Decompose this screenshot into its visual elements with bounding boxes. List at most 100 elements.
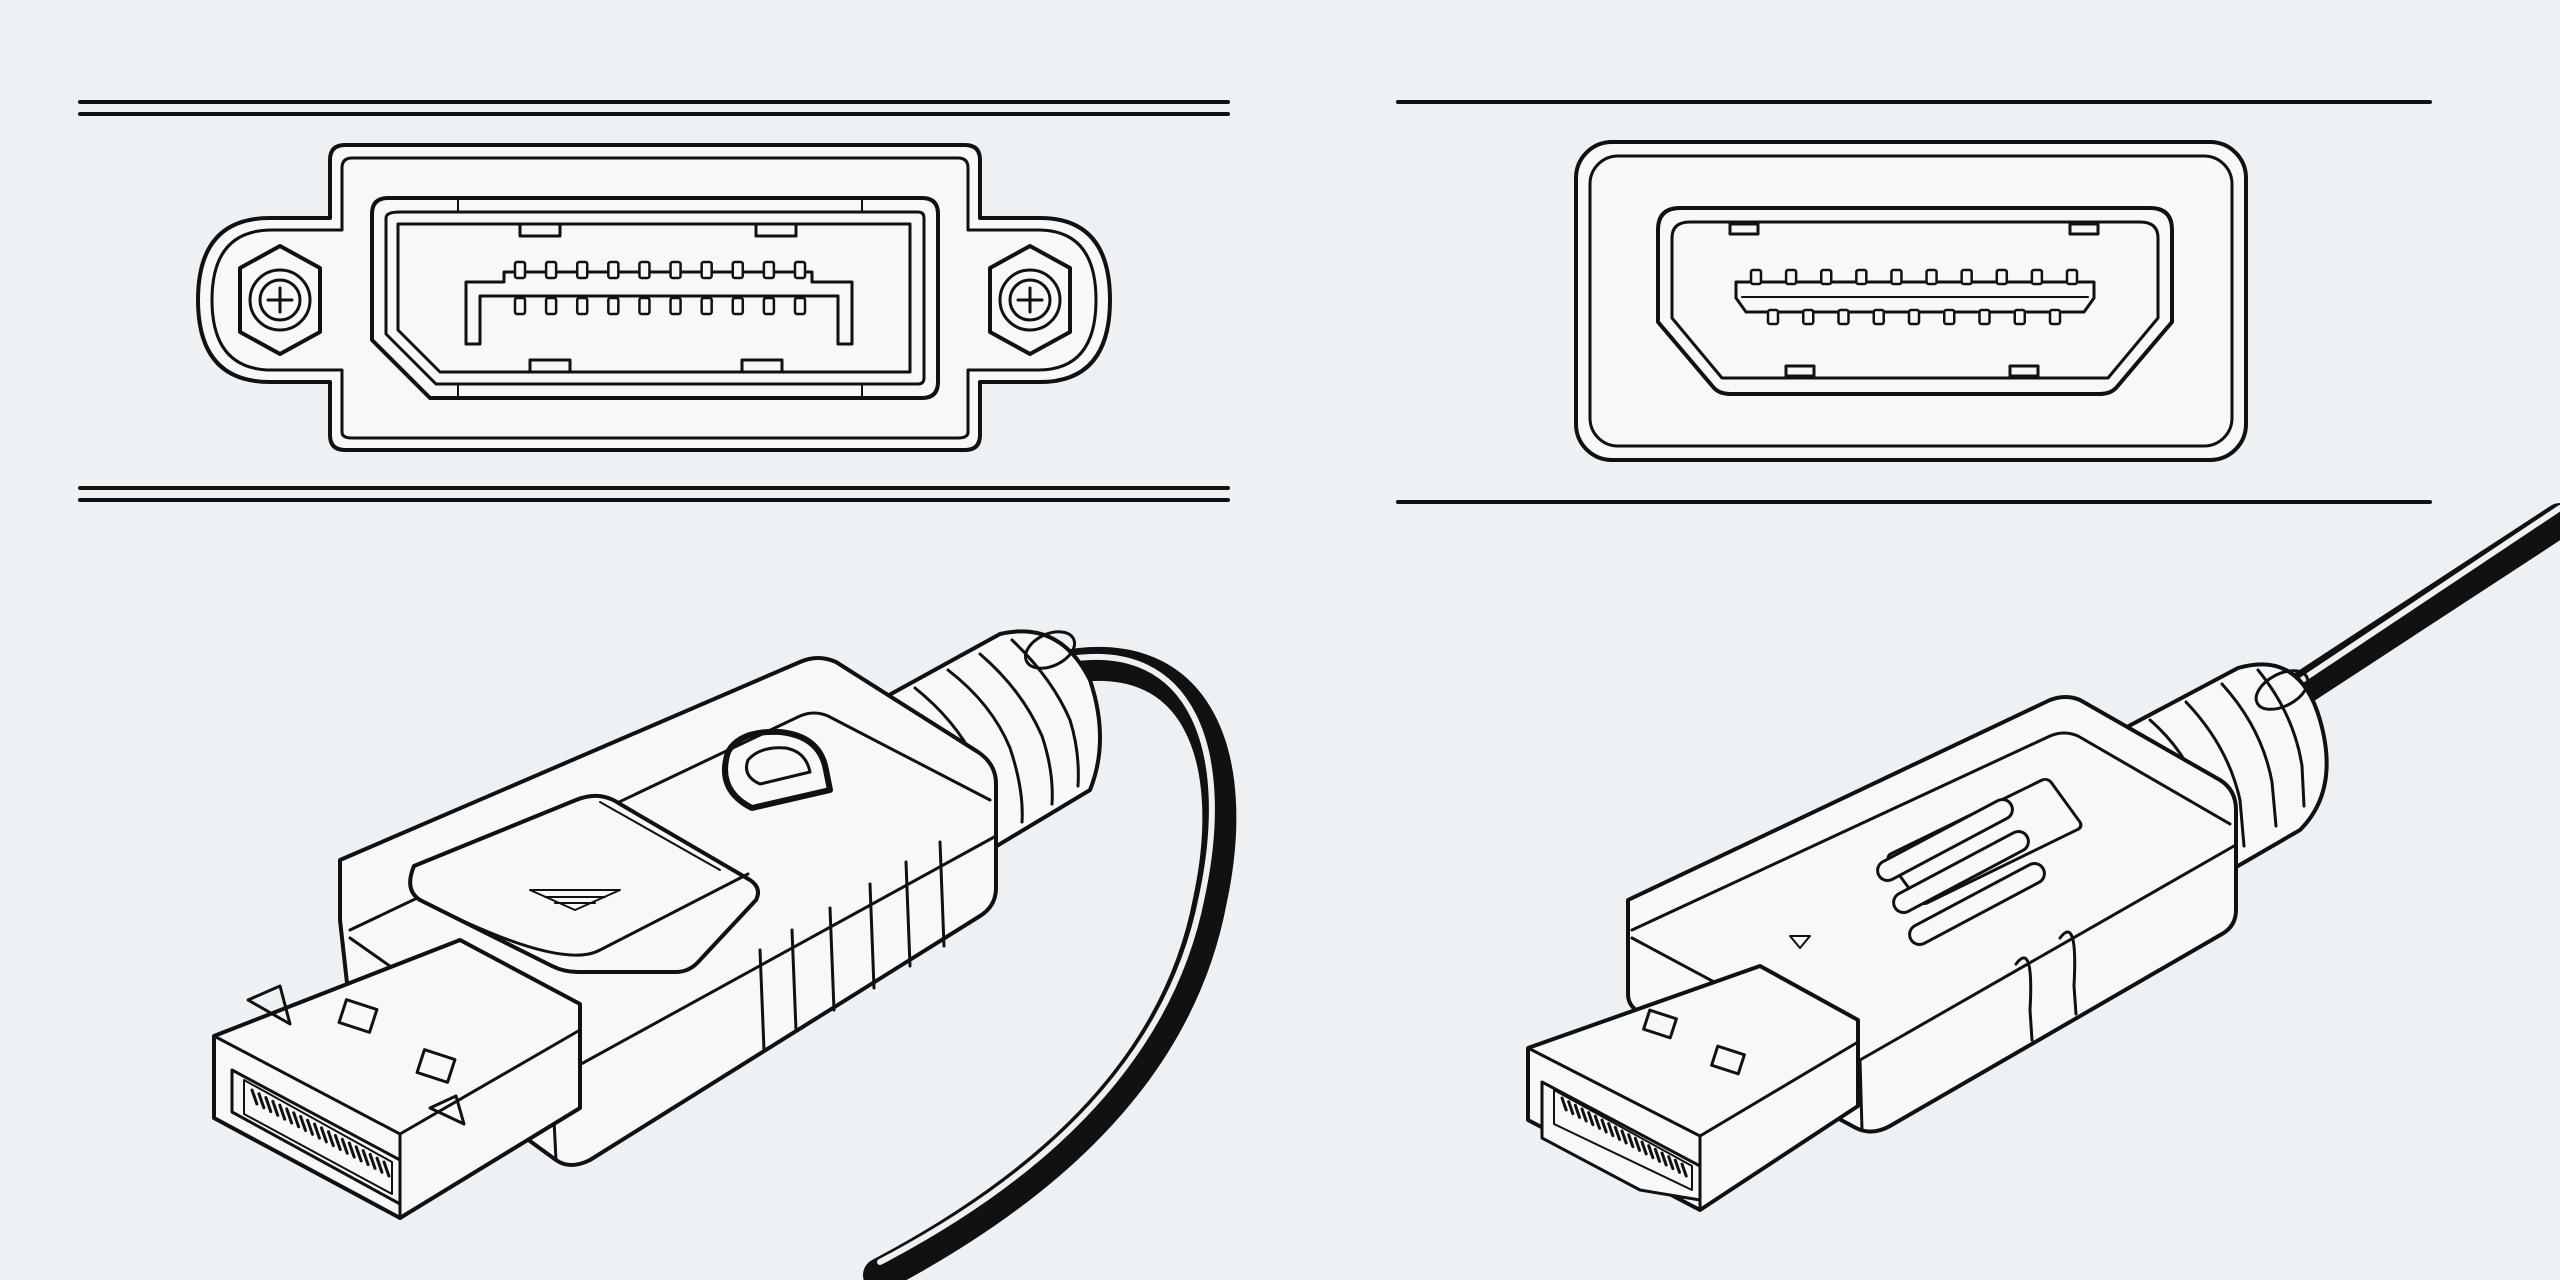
pin	[2048, 308, 2062, 326]
pin	[544, 296, 558, 316]
pin	[762, 296, 776, 316]
pin	[731, 260, 745, 280]
pin-row	[513, 260, 807, 316]
pin	[1620, 1129, 1628, 1145]
pin	[1766, 308, 1780, 326]
pin	[1872, 308, 1885, 326]
displayport-socket-icon	[370, 196, 940, 400]
pin	[1580, 1107, 1588, 1123]
pin	[319, 1126, 328, 1144]
pin	[1784, 268, 1798, 286]
pin	[257, 1092, 266, 1110]
displayport-plug-panel	[212, 629, 1237, 1280]
pin	[2013, 308, 2026, 326]
pin	[299, 1115, 308, 1133]
pin	[1943, 308, 1956, 326]
pin	[1978, 308, 1991, 326]
cable	[2243, 503, 2560, 733]
pin	[326, 1130, 335, 1148]
pin	[250, 1088, 259, 1106]
pin	[1995, 268, 2009, 286]
pin	[731, 296, 745, 316]
hdmi-plug-panel	[1526, 503, 2560, 1212]
pin	[1660, 1151, 1668, 1167]
panel-rail-bottom	[78, 486, 1230, 502]
pin-row	[1560, 1096, 1688, 1178]
pin	[607, 260, 620, 280]
pin-row	[250, 1088, 391, 1178]
pin	[278, 1103, 287, 1121]
pin	[1890, 268, 1903, 286]
pin	[313, 1122, 321, 1140]
hdmi-port-panel	[1396, 100, 2432, 504]
screw-icon	[988, 244, 1072, 356]
pin	[1640, 1140, 1648, 1156]
pin	[1819, 268, 1833, 286]
hdmi-socket-icon	[1656, 206, 2174, 396]
pin	[306, 1118, 314, 1136]
pin	[354, 1145, 363, 1163]
pin	[1587, 1111, 1595, 1127]
pin	[1802, 308, 1815, 326]
pin	[271, 1099, 280, 1117]
pin	[292, 1111, 301, 1129]
pin	[1667, 1155, 1675, 1171]
pin	[1673, 1158, 1682, 1174]
pin	[1627, 1133, 1635, 1149]
strain-relief	[2108, 662, 2329, 890]
pin	[1837, 308, 1850, 326]
pin	[2065, 268, 2079, 286]
pin	[700, 260, 713, 280]
pin	[638, 296, 651, 316]
pin	[700, 296, 713, 316]
cable	[863, 646, 1237, 1280]
pin	[1600, 1118, 1608, 1134]
pin	[1613, 1125, 1622, 1141]
pin	[361, 1149, 370, 1167]
pin	[264, 1096, 273, 1114]
pin	[793, 296, 807, 316]
pin	[669, 260, 682, 280]
pin	[607, 296, 620, 316]
pin	[1925, 268, 1938, 286]
pin	[1593, 1114, 1602, 1130]
pin	[1567, 1100, 1575, 1116]
pin	[513, 296, 527, 316]
pin	[762, 260, 776, 280]
pin	[375, 1156, 384, 1174]
pin	[544, 260, 558, 280]
pin	[1653, 1147, 1662, 1163]
pin	[347, 1141, 356, 1159]
pin-row	[1749, 268, 2079, 326]
displayport-logo-icon	[722, 728, 833, 811]
grip-ridges	[1876, 797, 2046, 947]
displayport-port-panel	[78, 100, 1230, 502]
pin	[669, 296, 682, 316]
pin	[1607, 1122, 1615, 1138]
panel-rail-top	[78, 100, 1230, 116]
pin	[1560, 1096, 1568, 1112]
displayport-plug-head	[212, 938, 582, 1220]
latch-button	[408, 793, 760, 974]
pin	[2030, 268, 2044, 286]
pin	[1907, 308, 1921, 326]
pin	[340, 1137, 349, 1155]
pin	[575, 296, 589, 316]
pin	[1749, 268, 1763, 286]
pin	[1960, 268, 1973, 286]
pin	[1633, 1136, 1642, 1152]
arrow-icon	[529, 889, 621, 911]
pin	[1573, 1103, 1582, 1119]
hdmi-plug-head	[1526, 964, 1860, 1212]
pin	[1647, 1144, 1655, 1160]
pin	[793, 260, 807, 280]
pin	[382, 1160, 391, 1178]
pin	[638, 260, 651, 280]
screw-icon	[238, 244, 322, 356]
pin	[285, 1107, 294, 1125]
pin	[575, 260, 589, 280]
pin	[368, 1152, 377, 1170]
pin	[333, 1133, 342, 1151]
